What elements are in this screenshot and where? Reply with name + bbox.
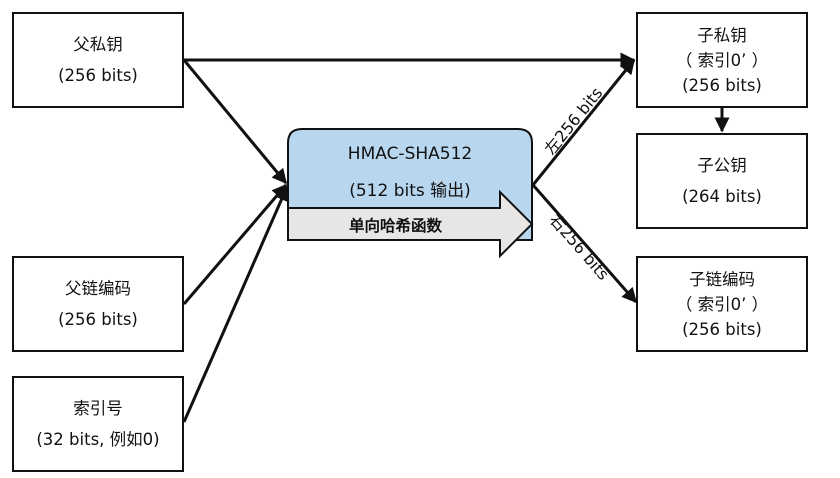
- parent-private-key-title: 父私钥: [73, 35, 123, 54]
- arrow-right-to-child-chain: [531, 184, 638, 304]
- hmac-output: (512 bits 输出): [349, 181, 471, 201]
- child-public-key-box: 子公钥 (264 bits): [636, 133, 808, 229]
- child-chain-code-box: 子链编码 （ 索引0’ ） (256 bits): [636, 256, 808, 352]
- child-chain-code-detail: (256 bits): [682, 319, 762, 339]
- index-box: 索引号 (32 bits, 例如0): [12, 376, 184, 472]
- child-public-key-detail: (264 bits): [682, 187, 762, 206]
- arrow-parent-chain-to-hmac: [182, 183, 288, 305]
- arrow-parent-key-to-hmac: [182, 59, 288, 185]
- child-public-key-title: 子公钥: [697, 156, 747, 175]
- child-chain-code-index: （ 索引0’ ）: [675, 294, 769, 314]
- arrow-index-to-hmac: [182, 185, 289, 423]
- child-chain-code-title: 子链编码: [689, 269, 755, 289]
- hash-function-label: 单向哈希函数: [348, 217, 442, 235]
- index-detail: (32 bits, 例如0): [36, 430, 160, 449]
- hash-arrow-band: [287, 189, 534, 259]
- child-private-key-title: 子私钥: [697, 25, 747, 45]
- parent-private-key-detail: (256 bits): [58, 66, 138, 85]
- parent-chain-code-detail: (256 bits): [58, 310, 138, 329]
- child-private-key-index: （ 索引0’ ）: [675, 50, 769, 70]
- child-private-key-detail: (256 bits): [682, 75, 762, 95]
- parent-chain-code-title: 父链编码: [65, 279, 131, 298]
- index-title: 索引号: [73, 399, 123, 418]
- parent-private-key-box: 父私钥 (256 bits): [12, 12, 184, 108]
- hmac-name: HMAC-SHA512: [347, 144, 473, 164]
- arrow-left-to-child-key: [531, 58, 636, 186]
- child-private-key-box: 子私钥 （ 索引0’ ） (256 bits): [636, 12, 808, 108]
- parent-chain-code-box: 父链编码 (256 bits): [12, 256, 184, 352]
